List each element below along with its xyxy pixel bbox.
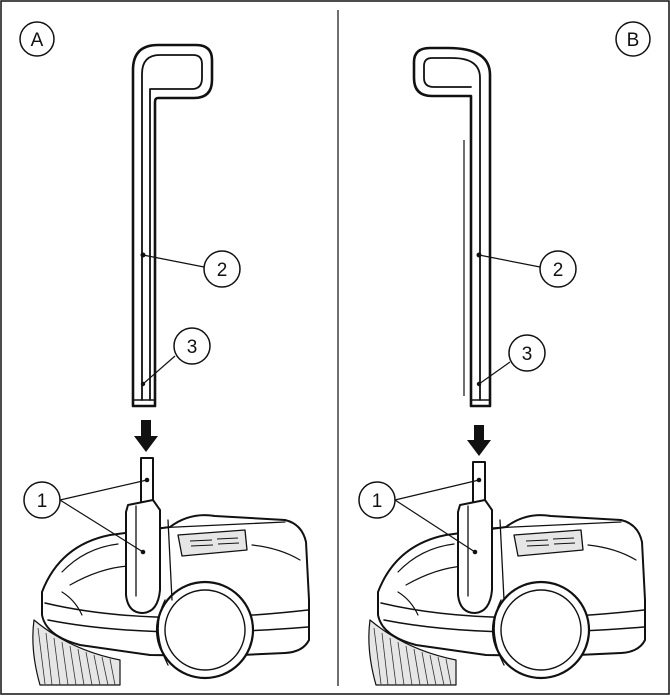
callout-handle-hole: 3 (478, 334, 546, 385)
panel-letter-badge: A (19, 21, 55, 57)
callout-label: 3 (522, 344, 533, 365)
callout-handle-hole: 3 (142, 327, 211, 385)
insert-arrow-icon (467, 425, 491, 456)
sweeper (368, 514, 646, 686)
panel-letter: B (627, 30, 640, 51)
callout-label: 2 (217, 260, 228, 281)
sweeper (32, 514, 310, 686)
callout-label: 1 (372, 491, 383, 512)
callout-handle: 2 (478, 250, 577, 288)
panel-b: B 2 3 (358, 21, 651, 686)
insert-arrow-icon (134, 420, 158, 452)
callout-label: 3 (187, 337, 198, 358)
lower-bracket (457, 461, 505, 614)
panel-letter-badge: B (615, 21, 651, 57)
panel-letter: A (31, 30, 44, 51)
handle (412, 46, 492, 408)
callout-lower-bracket: 1 (358, 479, 480, 553)
panel-a: A 2 3 (19, 21, 310, 686)
lower-bracket (125, 457, 173, 614)
callout-lower-bracket: 1 (23, 479, 148, 553)
wheel (491, 580, 591, 680)
callout-handle: 2 (142, 250, 241, 288)
wheel (155, 580, 255, 680)
callout-label: 2 (553, 260, 564, 281)
callout-label: 1 (37, 491, 48, 512)
